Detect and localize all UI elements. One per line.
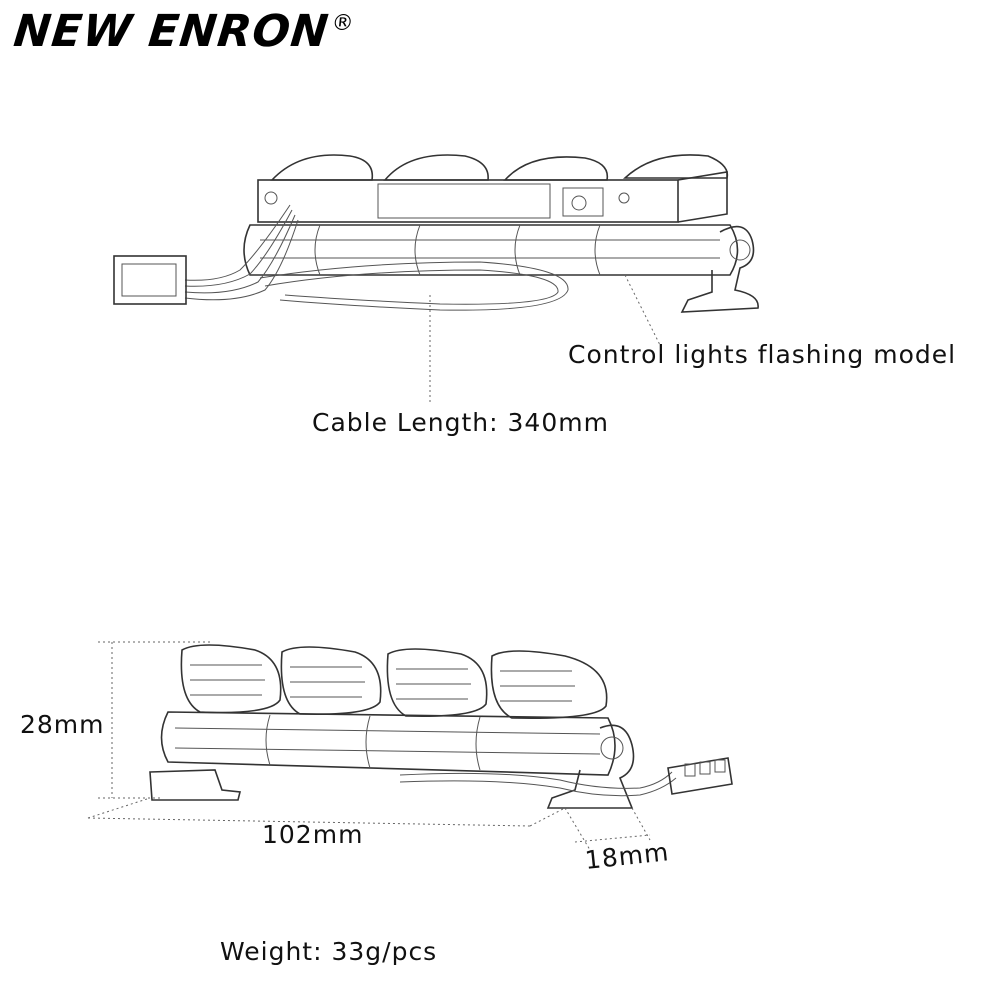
control-lights-label: Control lights flashing model (568, 340, 957, 369)
bottom-light-bar-drawing (87, 641, 733, 851)
weight-label: Weight: 33g/pcs (220, 937, 438, 966)
length-dimension-label: 102mm (262, 820, 364, 849)
cable-length-label: Cable Length: 340mm (312, 408, 609, 437)
top-light-bar-drawing (113, 154, 759, 405)
height-dimension-label: 28mm (20, 710, 105, 739)
